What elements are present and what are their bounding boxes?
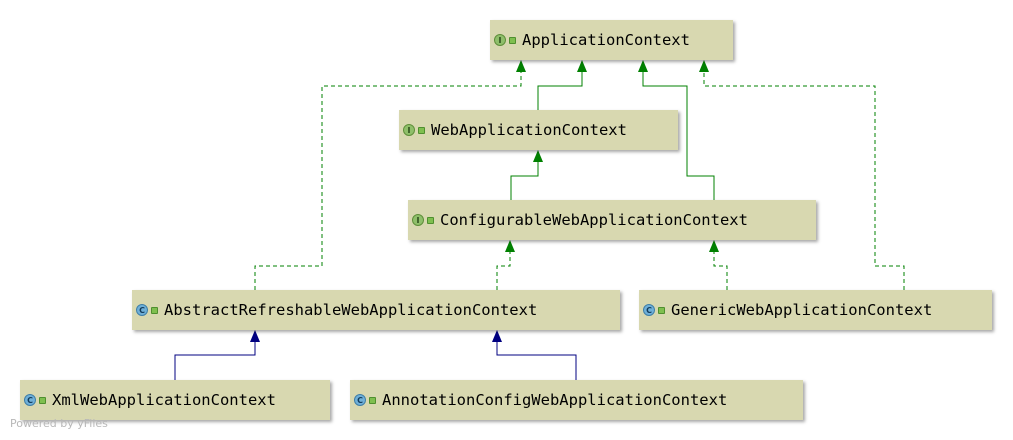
public-visibility-icon xyxy=(151,306,158,314)
watermark: Powered by yFiles xyxy=(10,417,108,430)
node-web-application-context[interactable]: I WebApplicationContext xyxy=(399,110,678,150)
node-application-context[interactable]: I ApplicationContext xyxy=(490,20,733,60)
edge-configurable-to-appctx xyxy=(638,60,715,200)
public-visibility-icon xyxy=(658,306,665,314)
edge-abstractrefreshable-to-configurable xyxy=(496,240,515,290)
node-configurable-web-application-context[interactable]: I ConfigurableWebApplicationContext xyxy=(408,200,816,240)
interface-icon: I xyxy=(403,124,415,136)
interface-icon: I xyxy=(412,214,424,226)
node-label: AbstractRefreshableWebApplicationContext xyxy=(164,301,538,319)
node-label: ApplicationContext xyxy=(522,31,690,49)
node-label: ConfigurableWebApplicationContext xyxy=(440,211,748,229)
edge-annotation-to-abstractrefreshable xyxy=(492,330,577,380)
node-xml-web-application-context[interactable]: C XmlWebApplicationContext xyxy=(20,380,330,420)
edge-generic-to-appctx xyxy=(699,60,905,290)
edge-abstractrefreshable-to-appctx xyxy=(254,60,526,290)
node-abstract-refreshable-web-application-context[interactable]: C AbstractRefreshableWebApplicationConte… xyxy=(132,290,620,330)
node-label: WebApplicationContext xyxy=(431,121,627,139)
node-label: GenericWebApplicationContext xyxy=(671,301,933,319)
public-visibility-icon xyxy=(427,216,434,224)
node-label: XmlWebApplicationContext xyxy=(52,391,276,409)
interface-icon: I xyxy=(494,34,506,46)
public-visibility-icon xyxy=(418,126,425,134)
edge-generic-to-configurable xyxy=(709,240,728,290)
node-generic-web-application-context[interactable]: C GenericWebApplicationContext xyxy=(639,290,992,330)
public-visibility-icon xyxy=(39,396,46,404)
class-icon: C xyxy=(354,394,366,406)
class-icon: C xyxy=(136,304,148,316)
edge-configurable-to-webappctx xyxy=(510,150,543,200)
edge-webappctx-to-appctx xyxy=(537,60,587,110)
public-visibility-icon xyxy=(509,36,516,44)
edge-xml-to-abstractrefreshable xyxy=(174,330,260,380)
public-visibility-icon xyxy=(369,396,376,404)
node-label: AnnotationConfigWebApplicationContext xyxy=(382,391,728,409)
class-icon: C xyxy=(24,394,36,406)
class-icon: C xyxy=(643,304,655,316)
node-annotation-config-web-application-context[interactable]: C AnnotationConfigWebApplicationContext xyxy=(350,380,803,420)
